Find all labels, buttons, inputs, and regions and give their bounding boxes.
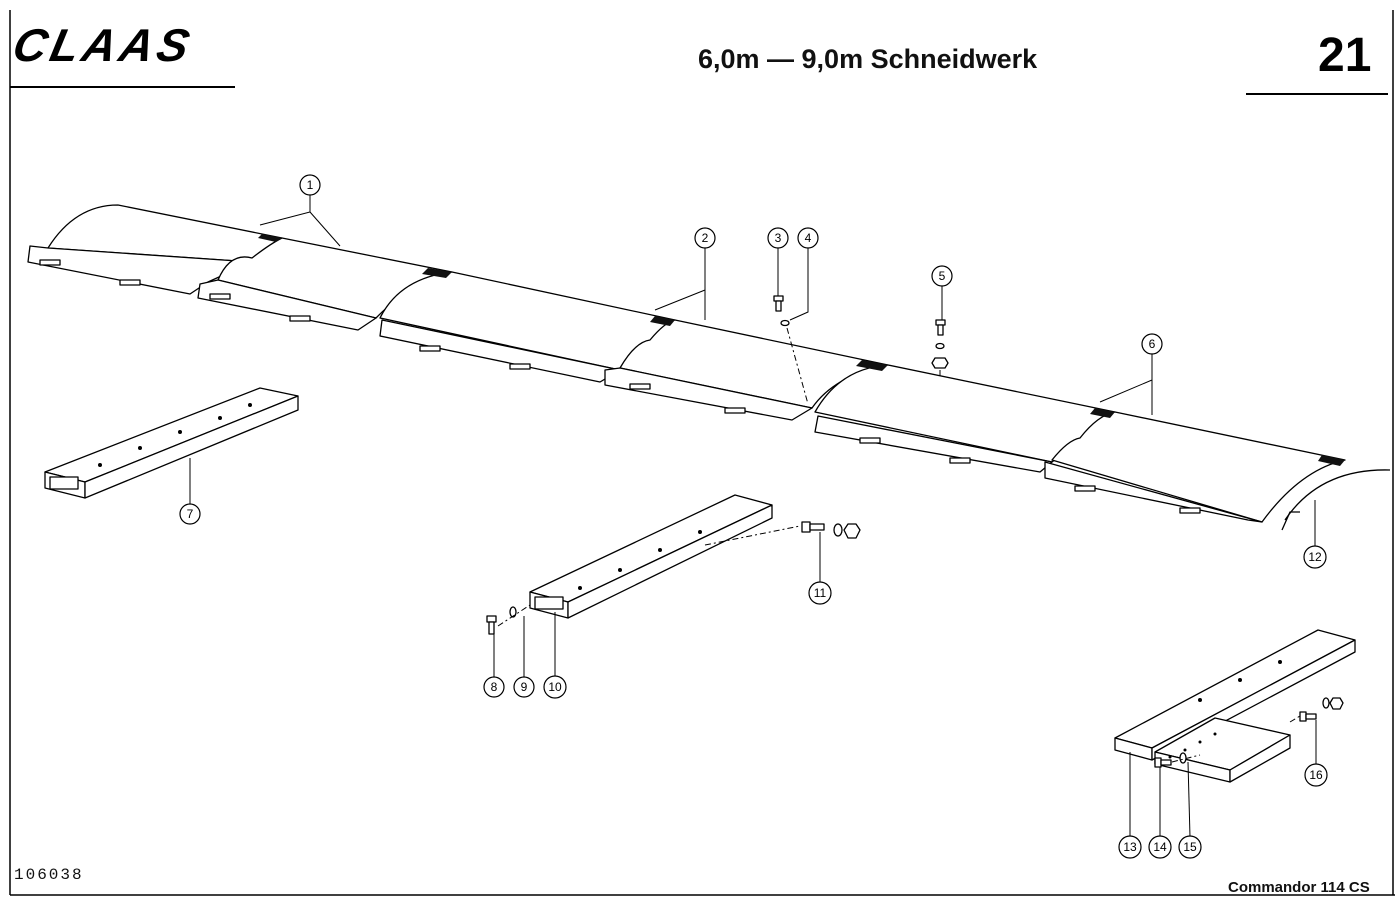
guard-cover-segment-3 xyxy=(379,271,676,383)
joint-band-4 xyxy=(856,360,888,371)
bolt-8 xyxy=(486,615,497,635)
callout-2-label: 2 xyxy=(702,231,709,245)
callout-5: 5 xyxy=(931,265,953,287)
callout-13-label: 13 xyxy=(1123,840,1137,854)
callout-1: 1 xyxy=(299,174,321,196)
support-bar-10 xyxy=(529,494,773,619)
callout-3: 3 xyxy=(767,227,789,249)
washer-15 xyxy=(1179,752,1187,764)
callout-7: 7 xyxy=(179,503,201,525)
callout-14: 14 xyxy=(1148,835,1172,859)
callout-6-label: 6 xyxy=(1149,337,1156,351)
callout-14-label: 14 xyxy=(1153,840,1167,854)
joint-band-2 xyxy=(422,268,452,278)
callout-16-label: 16 xyxy=(1309,768,1323,782)
page-number: 21 xyxy=(1318,29,1372,82)
joint-band-1 xyxy=(258,234,282,242)
bolt-11 xyxy=(801,521,825,533)
callout-12-label: 12 xyxy=(1308,550,1322,564)
page-title: 6,0m — 9,0m Schneidwerk xyxy=(698,44,1038,74)
document-number: 106038 xyxy=(14,866,84,884)
guard-cover-segment-6 xyxy=(1044,411,1346,523)
callout-9: 9 xyxy=(513,676,535,698)
callout-10: 10 xyxy=(543,675,567,699)
hole-marks xyxy=(98,403,1282,759)
callout-8-label: 8 xyxy=(491,680,498,694)
bracket-assembly-13 xyxy=(1114,629,1356,783)
logo-underline xyxy=(10,86,235,88)
joint-band-6 xyxy=(1318,455,1345,466)
guard-cover-segment-5 xyxy=(814,364,1116,473)
nut-16 xyxy=(1329,697,1344,710)
callout-15: 15 xyxy=(1178,835,1202,859)
washer-5 xyxy=(935,342,945,350)
joint-band-3 xyxy=(650,316,675,326)
callout-8: 8 xyxy=(483,676,505,698)
callout-5-label: 5 xyxy=(939,269,946,283)
callout-10-label: 10 xyxy=(548,680,562,694)
callout-16: 16 xyxy=(1304,763,1328,787)
leader-lines xyxy=(189,194,1317,838)
nut-11 xyxy=(843,523,861,539)
callout-2: 2 xyxy=(694,227,716,249)
washer-9 xyxy=(509,606,517,618)
washer-11 xyxy=(833,523,843,537)
callout-13: 13 xyxy=(1118,835,1142,859)
callout-4-label: 4 xyxy=(805,231,812,245)
end-cap-clip xyxy=(1281,511,1300,531)
callout-6: 6 xyxy=(1141,333,1163,355)
machine-model: Commandor 114 CS xyxy=(1228,879,1370,896)
nut-5 xyxy=(931,357,949,369)
callout-11: 11 xyxy=(808,581,832,605)
callout-15-label: 15 xyxy=(1183,840,1197,854)
callout-9-label: 9 xyxy=(521,680,528,694)
page-number-underline xyxy=(1246,93,1388,95)
callout-12: 12 xyxy=(1303,545,1327,569)
assembly-lines xyxy=(497,327,1301,763)
bolt-16 xyxy=(1299,711,1317,722)
callout-1-label: 1 xyxy=(307,178,314,192)
bolt-5 xyxy=(935,319,946,336)
bolt-3 xyxy=(773,295,784,312)
callout-11-label: 11 xyxy=(814,586,827,600)
end-cap-strip xyxy=(1284,469,1391,521)
washer-16 xyxy=(1322,697,1330,709)
washer-4 xyxy=(780,319,790,327)
callout-3-label: 3 xyxy=(775,231,782,245)
bolt-14 xyxy=(1154,757,1172,768)
support-bar-7 xyxy=(44,387,299,499)
joint-band-5 xyxy=(1090,408,1115,418)
callout-7-label: 7 xyxy=(187,507,194,521)
callouts: 1 2 3 4 5 6 7 8 9 10 11 12 13 14 15 16 xyxy=(179,174,1328,859)
callout-4: 4 xyxy=(797,227,819,249)
